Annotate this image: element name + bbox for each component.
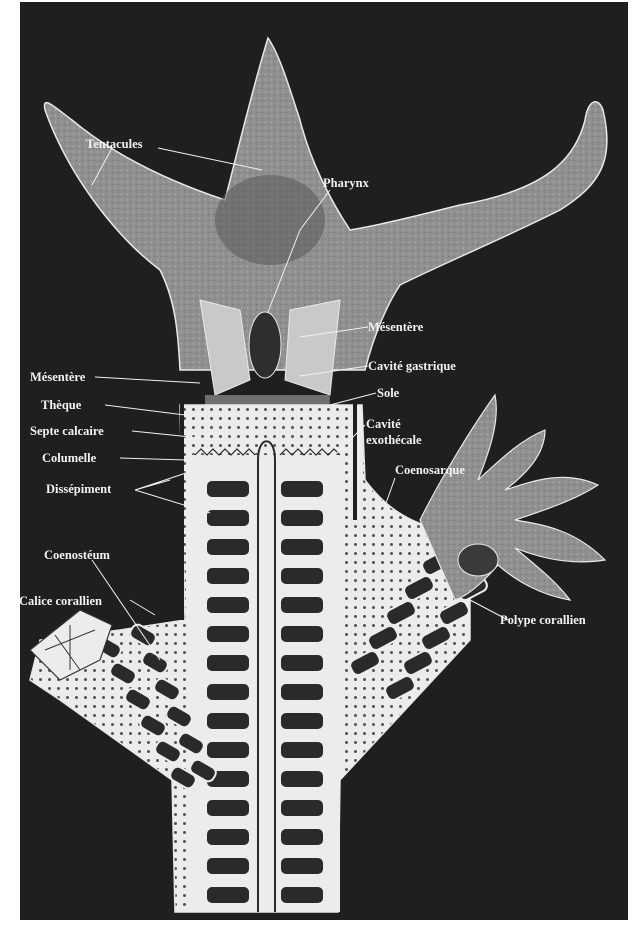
dissepiment-chamber	[280, 828, 324, 846]
dissepiment-chamber	[206, 828, 250, 846]
dissepiment-chamber	[280, 857, 324, 875]
dissepiment-chamber	[206, 538, 250, 556]
dissepiment-chamber	[206, 480, 250, 498]
dissepiment-chamber	[280, 654, 324, 672]
dissepiment-chamber	[206, 625, 250, 643]
dissepiment-chamber	[206, 509, 250, 527]
dissepiment-chamber	[280, 886, 324, 904]
dissepiment-chamber	[206, 886, 250, 904]
label-dissepiment: Dissépiment	[46, 482, 112, 496]
dissepiment-chamber	[206, 567, 250, 585]
dissepiment-chamber	[280, 480, 324, 498]
dissepiment-chamber	[206, 741, 250, 759]
small-polyp-mouth	[458, 544, 498, 576]
label-coenosarque: Coenosarque	[395, 463, 465, 477]
dissepiment-chamber	[280, 538, 324, 556]
dissepiment-chamber	[280, 799, 324, 817]
label-theque: Thèque	[41, 398, 82, 412]
dissepiment-chamber	[280, 770, 324, 788]
oral-disc-shadow	[215, 175, 325, 265]
dissepiment-chamber	[280, 509, 324, 527]
dissepiment-chamber	[206, 654, 250, 672]
dissepiment-chamber	[206, 596, 250, 614]
label-cavite-gastrique: Cavité gastrique	[368, 359, 456, 373]
dissepiment-chamber	[280, 712, 324, 730]
dissepiment-chamber	[206, 857, 250, 875]
label-mesentere-right: Mésentère	[368, 320, 424, 334]
label-cavite-exothecale-2: exothécale	[366, 433, 422, 447]
dissepiment-chamber	[206, 799, 250, 817]
label-columelle: Columelle	[42, 451, 97, 465]
label-coenosteum: Coenostéum	[44, 548, 111, 562]
label-cavite-exothecale-1: Cavité	[366, 417, 401, 431]
dissepiment-chamber	[206, 683, 250, 701]
label-mesentere-left: Mésentère	[30, 370, 86, 384]
label-calice-corallien: Calice corallien	[19, 594, 102, 608]
label-sole: Sole	[377, 386, 400, 400]
label-pharynx: Pharynx	[323, 176, 370, 190]
dissepiment-chamber	[280, 683, 324, 701]
label-septe-calcaire: Septe calcaire	[30, 424, 104, 438]
pharynx-opening	[249, 312, 281, 378]
dissepiment-chamber	[280, 567, 324, 585]
label-tentacules: Tentacules	[86, 137, 143, 151]
dissepiment-chamber	[280, 625, 324, 643]
dissepiment-chamber	[206, 712, 250, 730]
dissepiment-chamber	[280, 741, 324, 759]
dissepiment-chamber	[280, 596, 324, 614]
label-polype-corallien: Polype corallien	[500, 613, 586, 627]
